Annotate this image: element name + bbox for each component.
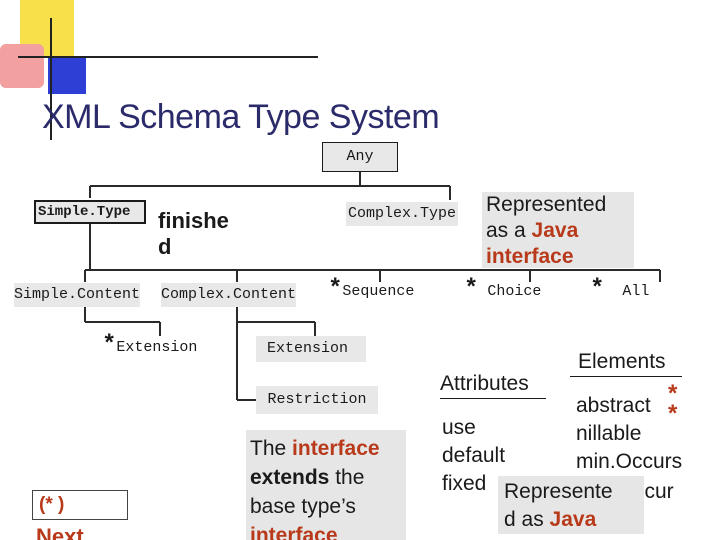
node-choice: * Choice: [464, 278, 541, 304]
represented-note-2-line1: Represente: [504, 480, 613, 503]
interface-note-line3: base type’s: [250, 495, 356, 518]
finished-note: finishe d: [158, 208, 229, 260]
deco-horizontal-line: [18, 56, 318, 58]
attribute-default: default: [442, 444, 506, 467]
bottom-left-box: (* ): [32, 490, 128, 520]
node-all-label: All: [622, 283, 650, 300]
extension-left-star: *: [102, 332, 117, 359]
node-sequence: *Sequence: [328, 278, 414, 304]
node-restriction: Restriction: [256, 386, 378, 414]
bottom-left-next: Next: [36, 526, 84, 540]
choice-star: *: [464, 276, 479, 303]
node-complex-type: Complex.Type: [346, 202, 459, 226]
represented-note-line2: as a Java: [486, 218, 634, 244]
element-nillable-star: *: [668, 400, 678, 427]
represented-note-as-a: as a: [486, 219, 532, 242]
represented-note-line1: Represented: [486, 193, 607, 216]
page-title: XML Schema Type System: [42, 98, 440, 136]
bottom-left-label: (* ): [39, 494, 65, 515]
interface-note-the: The: [250, 437, 293, 460]
node-sequence-label: Sequence: [342, 283, 415, 300]
deco-pink-square: [0, 44, 44, 88]
elements-divider: [570, 376, 682, 377]
represented-note-2-line2: d as Java: [504, 506, 644, 534]
represented-note-2-java: Java: [549, 508, 597, 531]
represented-note-2-d-as: d as: [504, 508, 550, 531]
interface-note-line1: The interface: [250, 434, 406, 463]
represented-note-interface: interface: [486, 245, 574, 268]
deco-blue-square: [48, 56, 86, 94]
deco-vertical-line: [50, 18, 52, 140]
node-complex-content: Complex.Content: [161, 283, 297, 307]
all-star: *: [590, 276, 605, 303]
interface-note: The interface extends the base type’s in…: [246, 430, 406, 540]
node-simple-type-label: Simple.Type: [38, 204, 131, 220]
finished-note-line2: d: [158, 234, 172, 259]
element-abstract-star: *: [668, 380, 678, 407]
interface-note-interface: interface: [292, 437, 380, 460]
interface-note-the2: the: [329, 466, 365, 489]
interface-note-extends: extends: [250, 466, 330, 489]
represented-note-java: Java: [531, 219, 579, 242]
finished-note-line1: finishe: [158, 208, 229, 233]
node-simple-content: Simple.Content: [14, 283, 141, 307]
element-abstract: abstract: [576, 394, 651, 417]
attributes-divider: [440, 398, 546, 399]
element-nillable: nillable: [576, 422, 642, 445]
interface-note-line2: extends the: [250, 463, 406, 492]
node-extension-left: *Extension: [102, 334, 197, 360]
node-choice-label: Choice: [487, 283, 542, 300]
node-simple-type: Simple.Type: [34, 200, 146, 224]
attribute-fixed: fixed: [442, 472, 487, 495]
node-extension-left-label: Extension: [116, 339, 198, 356]
attribute-use: use: [442, 416, 476, 439]
sequence-star: *: [328, 276, 343, 303]
represented-note-2: Represente d as Java: [498, 476, 644, 534]
elements-heading: Elements: [578, 350, 666, 373]
node-any: Any: [322, 142, 398, 172]
node-all: * All: [590, 278, 649, 304]
attributes-heading: Attributes: [440, 372, 529, 395]
interface-note-line4: interface: [250, 524, 338, 540]
node-extension-right: Extension: [256, 336, 366, 362]
represented-note: Represented as a Java interface: [482, 192, 634, 268]
element-min-occurs: min.Occurs: [576, 450, 683, 473]
